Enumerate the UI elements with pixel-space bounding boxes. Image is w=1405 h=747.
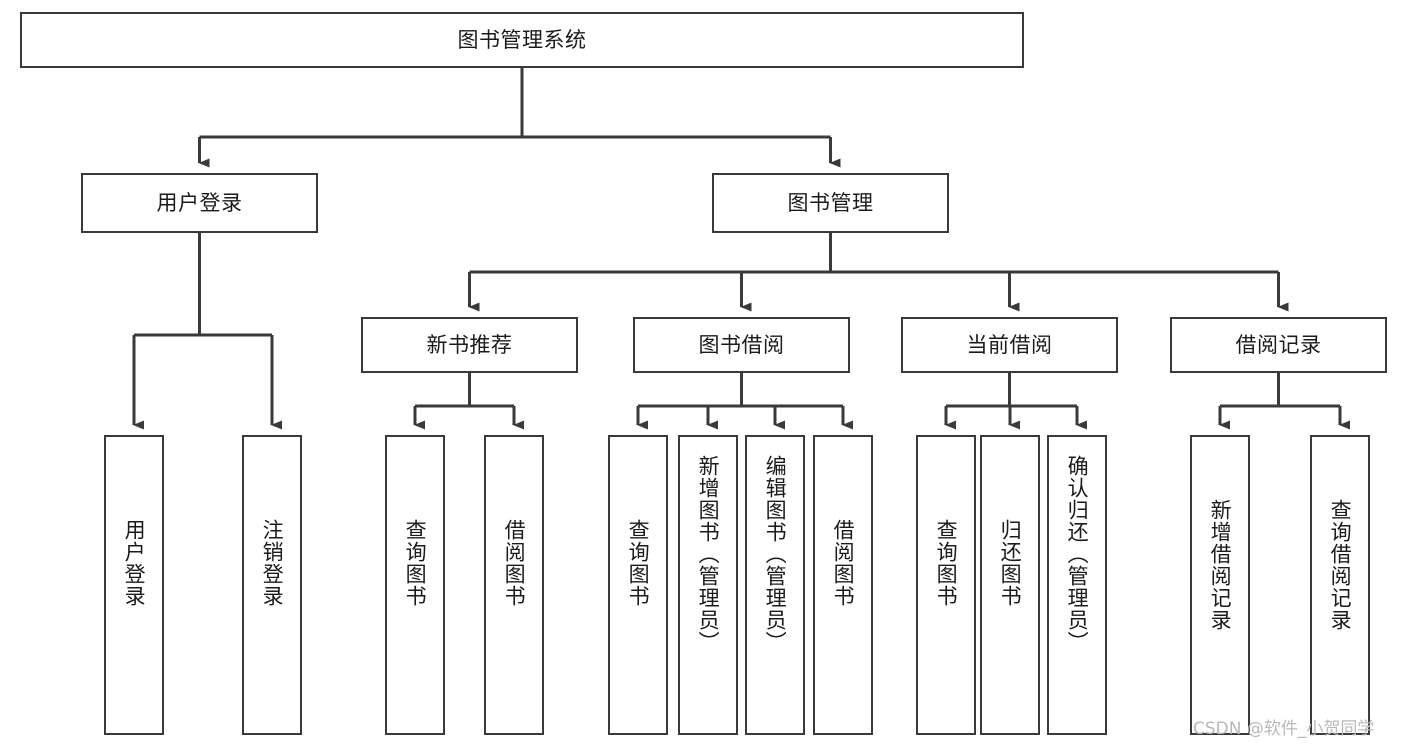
node-new-book-rec-label: 新书推荐 (426, 332, 513, 357)
node-leaf-borrow-book-1[interactable]: 借阅图书 (484, 435, 544, 735)
node-leaf-query-book-1[interactable]: 查询图书 (385, 435, 445, 735)
node-root-label: 图书管理系统 (457, 27, 587, 52)
node-borrow-record[interactable]: 借阅记录 (1170, 317, 1387, 373)
node-book-borrow-label: 图书借阅 (698, 332, 785, 357)
node-borrow-record-label: 借阅记录 (1235, 332, 1322, 357)
node-leaf-add-book-label: 新增图书（管理员） (696, 455, 721, 653)
node-new-book-rec[interactable]: 新书推荐 (361, 317, 578, 373)
node-leaf-query-book-2[interactable]: 查询图书 (608, 435, 668, 735)
node-leaf-borrow-book-2-label: 借阅图书 (831, 519, 856, 607)
node-leaf-query-book-3[interactable]: 查询图书 (916, 435, 976, 735)
node-book-manage[interactable]: 图书管理 (712, 173, 949, 233)
node-leaf-logout-label: 注销登录 (260, 519, 285, 607)
node-user-login-label: 用户登录 (156, 190, 243, 215)
node-leaf-add-record-label: 新增借阅记录 (1208, 499, 1233, 631)
node-current-borrow-label: 当前借阅 (966, 332, 1053, 357)
node-book-manage-label: 图书管理 (787, 190, 874, 215)
node-leaf-logout[interactable]: 注销登录 (242, 435, 302, 735)
node-leaf-query-book-1-label: 查询图书 (403, 519, 428, 607)
node-leaf-confirm-return-label: 确认归还（管理员） (1065, 455, 1090, 653)
node-leaf-query-record-label: 查询借阅记录 (1328, 499, 1353, 631)
node-leaf-query-book-2-label: 查询图书 (626, 519, 651, 607)
node-leaf-query-record[interactable]: 查询借阅记录 (1310, 435, 1370, 735)
node-book-borrow[interactable]: 图书借阅 (633, 317, 850, 373)
node-leaf-edit-book-label: 编辑图书（管理员） (763, 455, 788, 653)
node-leaf-add-record[interactable]: 新增借阅记录 (1190, 435, 1250, 735)
node-leaf-return-book[interactable]: 归还图书 (980, 435, 1040, 735)
node-leaf-borrow-book-2[interactable]: 借阅图书 (813, 435, 873, 735)
node-leaf-confirm-return[interactable]: 确认归还（管理员） (1047, 435, 1107, 735)
node-user-login[interactable]: 用户登录 (81, 173, 318, 233)
node-root[interactable]: 图书管理系统 (20, 12, 1024, 68)
node-leaf-add-book[interactable]: 新增图书（管理员） (678, 435, 738, 735)
node-leaf-edit-book[interactable]: 编辑图书（管理员） (745, 435, 805, 735)
node-current-borrow[interactable]: 当前借阅 (901, 317, 1118, 373)
node-leaf-user-login-label: 用户登录 (122, 519, 147, 607)
node-leaf-return-book-label: 归还图书 (998, 519, 1023, 607)
node-leaf-query-book-3-label: 查询图书 (934, 519, 959, 607)
node-leaf-borrow-book-1-label: 借阅图书 (502, 519, 527, 607)
csdn-watermark: CSDN @软件_小贺同学 (1193, 719, 1375, 739)
node-leaf-user-login[interactable]: 用户登录 (104, 435, 164, 735)
